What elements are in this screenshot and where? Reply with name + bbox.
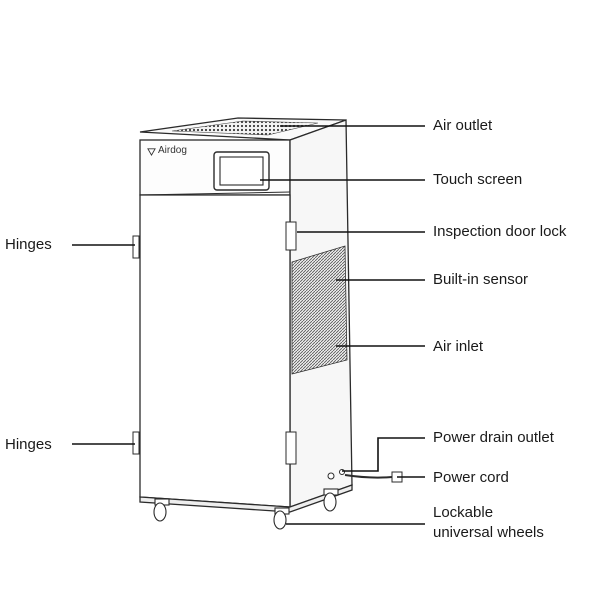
brand-name: Airdog (158, 145, 187, 156)
label-hinges-top: Hinges (5, 236, 52, 253)
label-inspection-door-lock: Inspection door lock (433, 223, 567, 240)
label-air-outlet: Air outlet (433, 117, 493, 134)
label-power-cord: Power cord (433, 469, 509, 486)
leader-lines (72, 125, 425, 525)
door-lock-top (285, 221, 297, 251)
door-lock-bottom (285, 431, 297, 465)
label-power-drain-outlet: Power drain outlet (433, 429, 554, 446)
front-door (139, 194, 291, 508)
wheels (153, 488, 339, 530)
hinge-bottom (132, 431, 140, 455)
touch-screen (213, 151, 270, 191)
label-lockable-wheels-line2: universal wheels (433, 524, 544, 541)
airdog-logo-icon (147, 148, 156, 156)
label-touch-screen: Touch screen (433, 171, 523, 188)
base (139, 484, 353, 513)
air-inlet-grille (291, 245, 348, 375)
air-outlet-mesh (171, 120, 319, 136)
label-built-in-sensor: Built-in sensor (433, 271, 529, 288)
label-hinges-bottom: Hinges (5, 436, 52, 453)
label-air-inlet: Air inlet (433, 338, 484, 355)
label-lockable-wheels-line1: Lockable (433, 504, 494, 521)
purifier-body (139, 117, 353, 513)
hinge-top (132, 235, 140, 259)
